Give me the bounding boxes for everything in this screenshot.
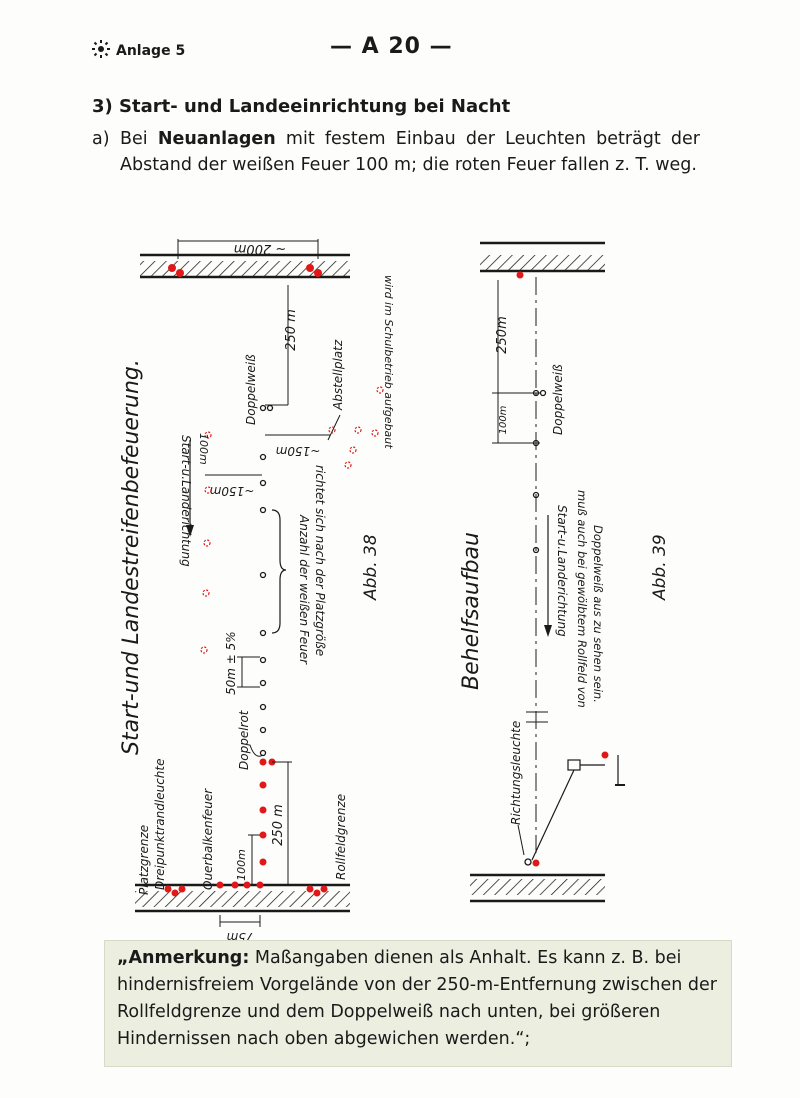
dist-100: 100m [197, 433, 210, 465]
dist-200: ~ 200m [234, 241, 287, 256]
section-title: 3) Start- und Landeeinrichtung bei Nacht [92, 96, 511, 117]
left-red-lights [200, 431, 212, 654]
note-body: Maßangaben dienen als Anhalt. Es kann z.… [117, 948, 717, 1049]
figure-39: 250m Doppelweiß 100m Start-u.Landerichtu… [459, 241, 670, 903]
dist-250-bottom: 250 m [271, 804, 286, 846]
fig39-caption: Abb. 39 [650, 534, 670, 601]
page-number: — A 20 — [330, 34, 453, 59]
dist-150-b: ~150m [210, 484, 255, 498]
paragraph-text: Bei Neuanlagen mit festem Einbau der Leu… [120, 129, 700, 175]
dir-landing: Start-u.Landerichtung [179, 435, 193, 567]
abstellplatz-label: Abstellplatz [331, 339, 345, 411]
annex-label: Anlage 5 [92, 40, 185, 62]
doppelweiss-label: Doppelweiß [244, 354, 258, 425]
white-lights-39 [532, 439, 540, 554]
count-note-1: Anzahl der weißen Feuer [297, 514, 311, 665]
bottom-boundary-39 [470, 873, 605, 903]
richtungsleuchte: Richtungsleuchte [509, 721, 523, 825]
fig39-title: Behelfsaufbau [459, 532, 484, 690]
paragraph-bold: Neuanlagen [157, 129, 276, 149]
bottom-boundary [135, 881, 350, 913]
dist-100-39: 100m [498, 405, 509, 434]
doppelweiss-39: Doppelweiß [551, 364, 565, 435]
annex-text: Anlage 5 [116, 43, 186, 59]
fig38-caption: Abb. 38 [361, 534, 381, 601]
dist-75: 75m [227, 930, 254, 940]
red-lights-center [259, 758, 276, 866]
fig38-title: Start-und Landestreifenbefeuerung. [119, 359, 144, 755]
paragraph-label: a) [92, 129, 110, 149]
count-note-2: richtet sich nach der Platzgröße [313, 465, 327, 656]
parking-lights [328, 426, 379, 469]
doppelrot-label: Doppelrot [237, 709, 251, 770]
rollfeldgrenze-label: Rollfeldgrenze [334, 794, 348, 880]
note-text: „Anmerkung: Maßangaben dienen als Anhalt… [117, 945, 717, 1053]
visibility-2: Doppelweiß aus zu sehen sein. [591, 525, 605, 703]
spacing-label: 50m ± 5% [224, 631, 238, 695]
dist-250-39: 250m [495, 316, 510, 353]
school-note: wird im Schulbetrieb aufgebaut [382, 275, 395, 449]
dist-100-bottom: 100m [235, 849, 248, 881]
dist-250-top: 250 m [284, 309, 299, 351]
platzgrenze-label: Platzgrenze [137, 825, 151, 895]
figure-38: ~ 200m wird im Schulbetrieb aufgebaut 25… [119, 239, 395, 940]
dist-150-a: ~150m [276, 444, 321, 458]
top-boundary-39 [480, 241, 605, 279]
querbalken-label: Querbalkenfeuer [201, 788, 215, 890]
white-lights [259, 453, 267, 757]
top-boundary [140, 239, 350, 279]
dreipunkt-label: Dreipunktrandleuchte [153, 759, 167, 891]
note-bold: „Anmerkung: [117, 948, 250, 968]
dir-landing-39: Start-u.Landerichtung [555, 505, 569, 637]
visibility-1: muß auch bei gewölbtem Rollfeld von [575, 490, 589, 708]
note-box: „Anmerkung: Maßangaben dienen als Anhalt… [104, 940, 732, 1067]
sun-icon [92, 40, 110, 62]
